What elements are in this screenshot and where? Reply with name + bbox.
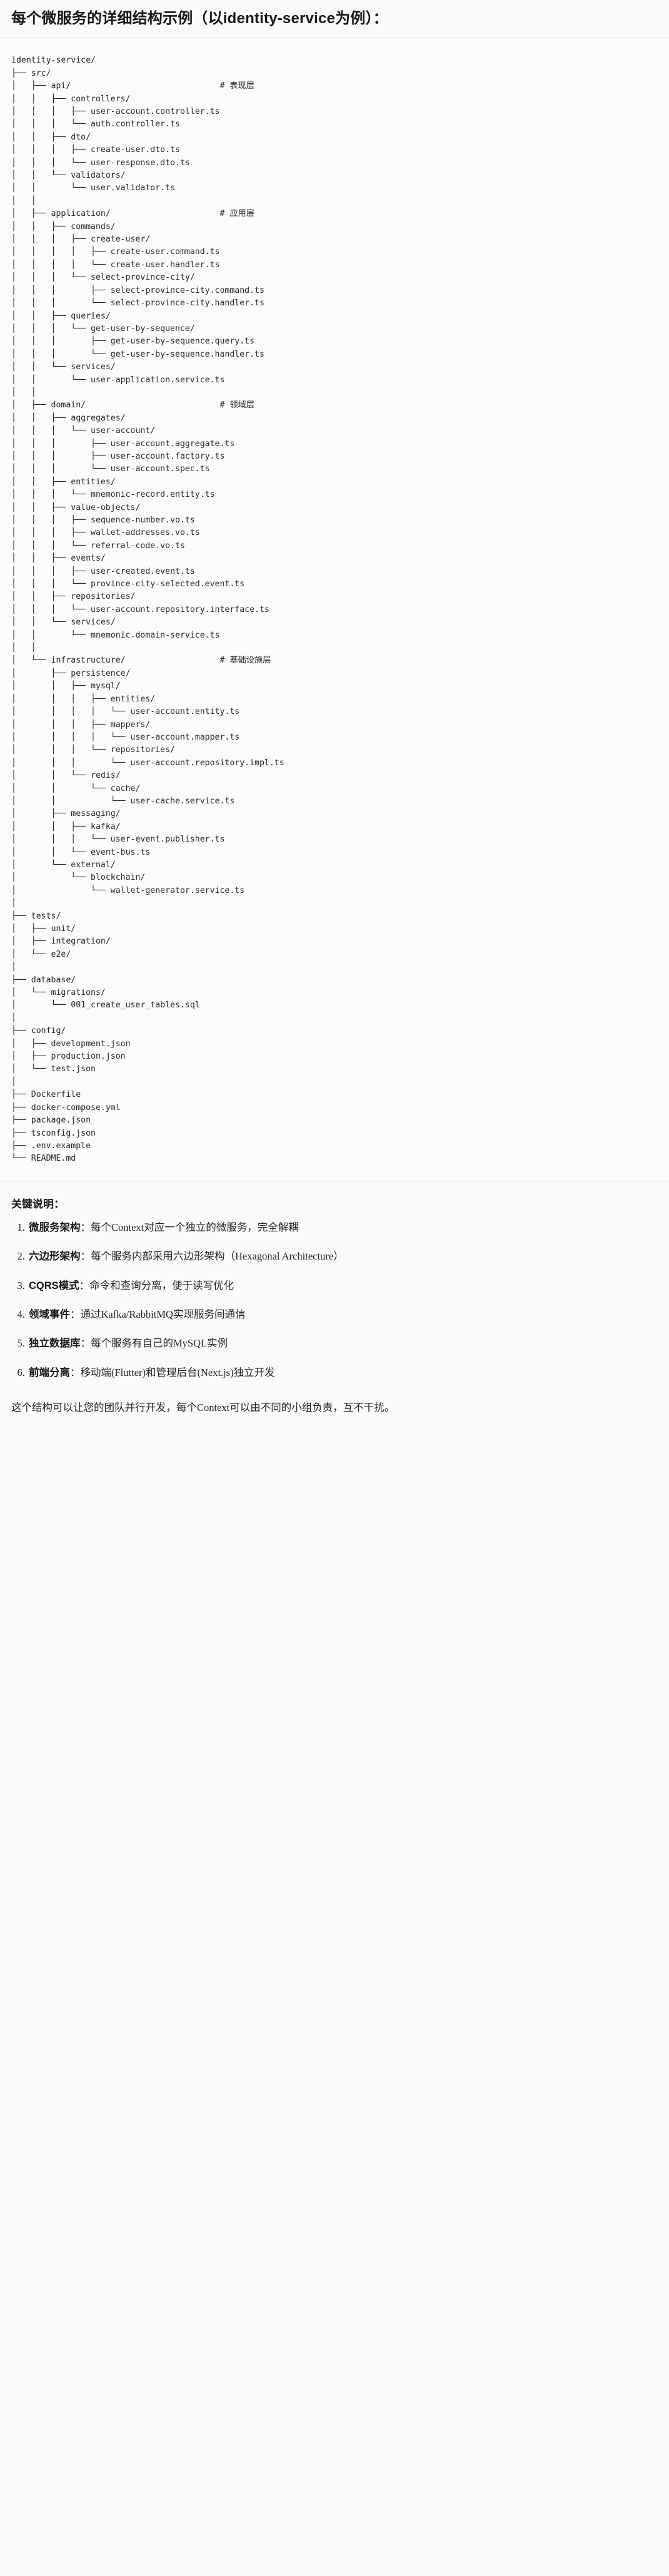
note-term: 独立数据库 (29, 1338, 81, 1350)
note-separator: ： (80, 1221, 91, 1233)
key-notes-section: 关键说明： 微服务架构：每个Context对应一个独立的微服务，完全解耦 六边形… (0, 1181, 669, 1396)
key-notes-heading: 关键说明： (11, 1198, 64, 1210)
list-item: 微服务架构：每个Context对应一个独立的微服务，完全解耦 (28, 1219, 658, 1236)
note-body: 移动端(Flutter)和管理后台(Next.js)独立开发 (80, 1366, 275, 1378)
note-term: 前端分离 (29, 1367, 70, 1378)
key-notes-list: 微服务架构：每个Context对应一个独立的微服务，完全解耦 六边形架构：每个服… (11, 1219, 658, 1381)
list-item: 前端分离：移动端(Flutter)和管理后台(Next.js)独立开发 (28, 1365, 658, 1381)
note-separator: ： (80, 1337, 91, 1350)
directory-tree: identity-service/ ├── src/ │ ├── api/ # … (11, 56, 284, 1164)
directory-tree-block: identity-service/ ├── src/ │ ├── api/ # … (0, 38, 669, 1181)
note-separator: ： (70, 1308, 81, 1320)
list-item: 六边形架构：每个服务内部采用六边形架构（Hexagonal Architectu… (28, 1248, 658, 1265)
note-body: 每个服务有自己的MySQL实例 (91, 1337, 228, 1350)
list-item: 领域事件：通过Kafka/RabbitMQ实现服务间通信 (28, 1306, 658, 1323)
note-term: 微服务架构 (29, 1221, 81, 1233)
list-item: 独立数据库：每个服务有自己的MySQL实例 (28, 1335, 658, 1352)
note-term: 领域事件 (29, 1308, 70, 1320)
note-body: 每个服务内部采用六边形架构（Hexagonal Architecture） (91, 1250, 344, 1263)
note-term: CQRS模式 (29, 1280, 79, 1291)
closing-paragraph: 这个结构可以让您的团队并行开发，每个Context可以由不同的小组负责，互不干扰… (11, 1402, 395, 1414)
document-page: 每个微服务的详细结构示例（以identity-service为例）： ident… (0, 0, 669, 1416)
note-body: 命令和查询分离，便于读写优化 (89, 1279, 234, 1291)
note-separator: ： (80, 1250, 91, 1263)
list-item: CQRS模式：命令和查询分离，便于读写优化 (28, 1278, 658, 1294)
page-title: 每个微服务的详细结构示例（以identity-service为例）： (11, 10, 388, 27)
note-separator: ： (79, 1279, 90, 1291)
note-body: 每个Context对应一个独立的微服务，完全解耦 (91, 1221, 299, 1233)
note-separator: ： (70, 1366, 81, 1378)
note-term: 六边形架构 (29, 1251, 81, 1263)
note-body: 通过Kafka/RabbitMQ实现服务间通信 (80, 1308, 246, 1320)
